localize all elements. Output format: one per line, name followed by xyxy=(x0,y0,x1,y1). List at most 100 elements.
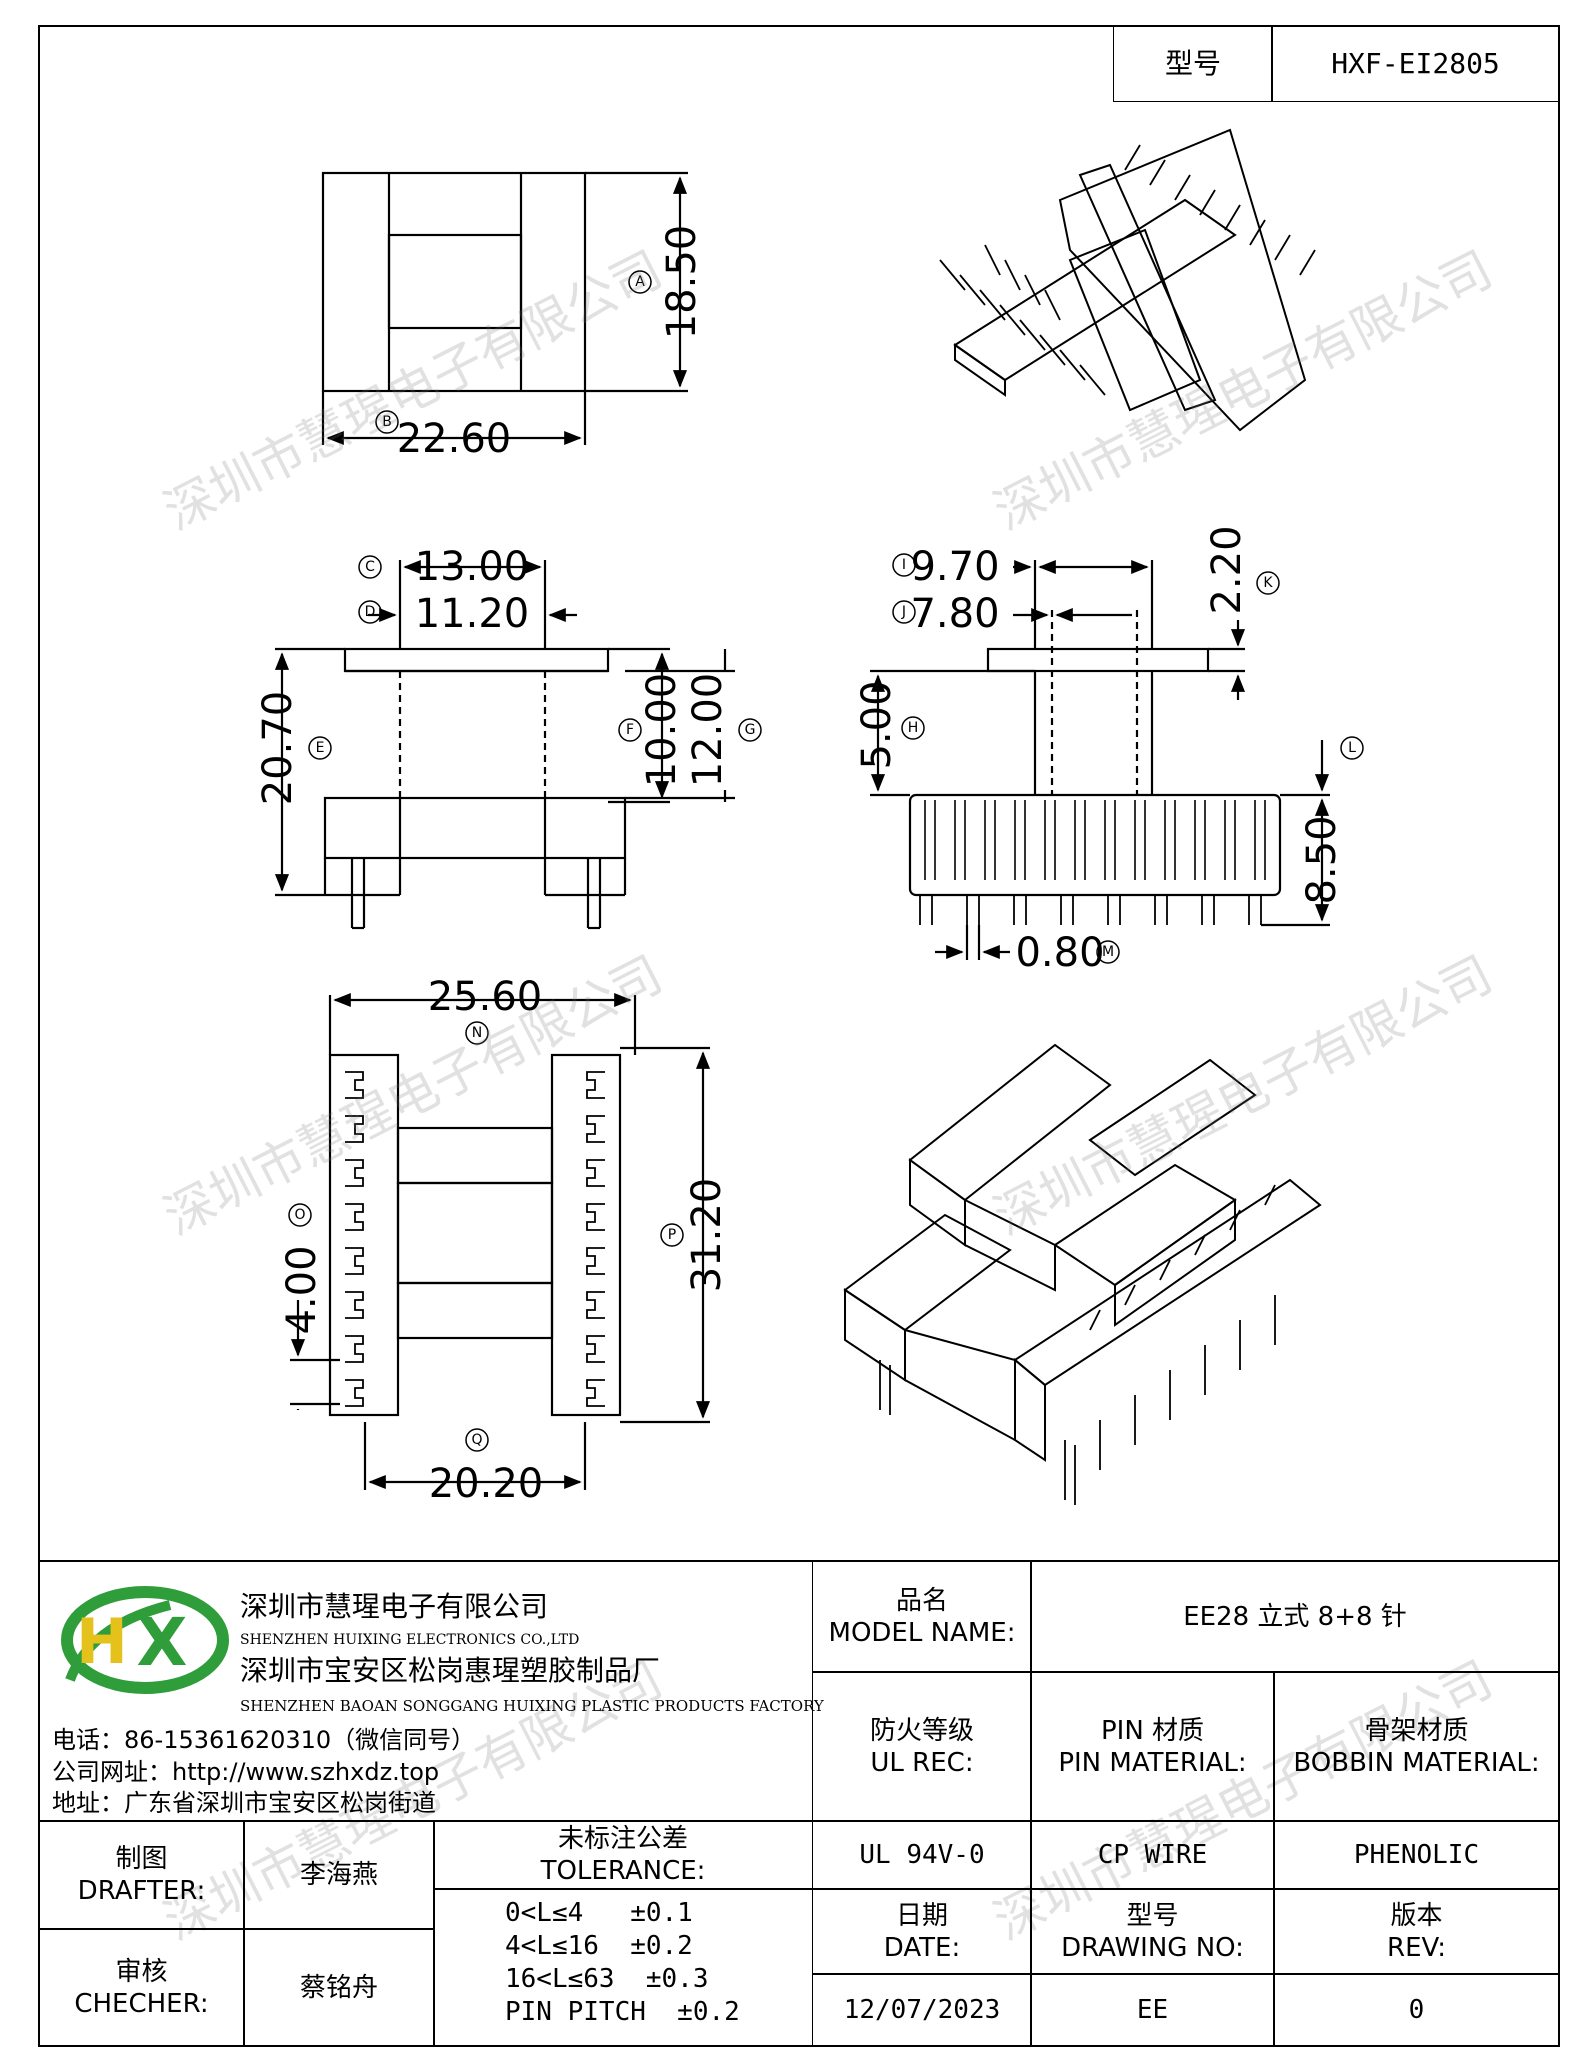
top-view xyxy=(321,171,688,446)
checker-label-cn: 审核 xyxy=(115,1956,168,1987)
rev-value: 0 xyxy=(1408,1995,1425,2025)
dim-11-20: 11.20 xyxy=(415,591,530,637)
pin-value-cell xyxy=(1030,1820,1275,1890)
technical-drawing: A B C D E F G I J K H L M N O P Q 18.50 … xyxy=(255,128,1364,1507)
header-model-label-cell xyxy=(1113,25,1273,102)
checker-label-cell xyxy=(38,1928,245,2047)
company-name-cn: 深圳市慧瑆电子有限公司 xyxy=(240,1590,549,1623)
tolerance-values: 0<L≤4 ±0.1 4<L≤16 ±0.2 16<L≤63 ±0.3 PIN … xyxy=(505,1897,740,2029)
dim-0-80: 0.80 xyxy=(1015,930,1104,976)
date-label: 日期 DATE: xyxy=(812,1888,1032,1975)
company-website: 公司网址：http://www.szhxdz.top xyxy=(52,1758,440,1786)
date-value: 12/07/2023 xyxy=(843,1995,1001,2025)
factory-name-en: SHENZHEN BAOAN SONGGANG HUIXING PLASTIC … xyxy=(240,1697,824,1715)
company-logo: H X xyxy=(61,1586,229,1694)
dim-letter-p: P xyxy=(668,1227,676,1243)
iso-view-bottom xyxy=(843,1043,1322,1505)
bobbin-value: PHENOLIC xyxy=(1353,1840,1480,1870)
company-name-en: SHENZHEN HUIXING ELECTRONICS CO.,LTD xyxy=(240,1632,580,1648)
checker-name-cell xyxy=(243,1928,435,2047)
bottom-view xyxy=(290,992,711,1490)
dim-4-00: 4.00 xyxy=(279,1245,325,1334)
dim-18-50: 18.50 xyxy=(659,225,705,340)
model-label: 型号 xyxy=(1164,46,1221,80)
dim-31-20: 31.20 xyxy=(684,1178,730,1293)
iso-view-top xyxy=(939,128,1316,432)
drafter-label-cn: 制图 xyxy=(115,1844,168,1874)
bobbin-label-en: BOBBIN MATERIAL: xyxy=(1293,1747,1540,1778)
rev-label: 版本 REV: xyxy=(1273,1888,1560,1975)
checker-label: 审核 CHECHER: xyxy=(38,1928,245,2047)
ul-label-cn: 防火等级 xyxy=(869,1715,974,1746)
model-name-label-en: MODEL NAME: xyxy=(828,1617,1016,1648)
drafter-name-cell xyxy=(243,1820,435,1930)
dim-letter-f: F xyxy=(626,722,634,738)
drawing-no-value-cell xyxy=(1030,1973,1275,2047)
ul-label-cell xyxy=(812,1671,1032,1822)
date-label-cn: 日期 xyxy=(895,1900,948,1931)
date-value-cell xyxy=(812,1973,1032,2047)
dim-20-20: 20.20 xyxy=(429,1461,544,1507)
ul-label: 防火等级 UL REC: xyxy=(812,1671,1032,1822)
dim-9-70: 9.70 xyxy=(910,544,999,590)
date-label-en: DATE: xyxy=(883,1932,961,1963)
model-name-label-cell xyxy=(812,1560,1032,1673)
dim-letter-l: L xyxy=(1348,740,1356,756)
bobbin-label-cn: 骨架材质 xyxy=(1364,1715,1469,1746)
dim-letter-i: I xyxy=(902,557,906,573)
pin-value: CP WIRE xyxy=(1097,1840,1208,1870)
tolerance-line-4: PIN PITCH ±0.2 xyxy=(505,1997,740,2027)
tolerance-label-en: TOLERANCE: xyxy=(540,1856,706,1886)
dim-22-60: 22.60 xyxy=(397,416,512,462)
model-value: HXF-EI2805 xyxy=(1331,46,1500,80)
drafter-label: 制图 DRAFTER: xyxy=(38,1820,245,1930)
dim-7-80: 7.80 xyxy=(910,591,999,637)
dim-letter-j: J xyxy=(901,604,906,620)
dim-letter-k: K xyxy=(1263,575,1273,591)
model-name-label-cn: 品名 xyxy=(895,1585,948,1616)
rev-label-en: REV: xyxy=(1387,1932,1446,1963)
dim-8-50: 8.50 xyxy=(1299,815,1345,904)
drawing-no-label-en: DRAWING NO: xyxy=(1061,1932,1244,1963)
drafter-label-en: DRAFTER: xyxy=(77,1876,206,1906)
dim-2-20: 2.20 xyxy=(1204,525,1250,614)
model-name-value-cell xyxy=(1030,1560,1560,1673)
rev-label-cell xyxy=(1273,1888,1560,1975)
pin-label-cn: PIN 材质 xyxy=(1100,1715,1205,1746)
rev-label-cn: 版本 xyxy=(1390,1900,1443,1931)
drawing-no-value: EE xyxy=(1136,1995,1169,2025)
header-model-value-cell xyxy=(1271,25,1560,102)
date-label-cell xyxy=(812,1888,1032,1975)
factory-name-cn: 深圳市宝安区松岗惠瑆塑胶制品厂 xyxy=(240,1654,661,1687)
drawing-no-label-cn: 型号 xyxy=(1126,1900,1179,1931)
logo-letter-x: X xyxy=(137,1604,188,1681)
dim-12-00: 12.00 xyxy=(685,673,731,788)
side-view xyxy=(870,559,1330,960)
rev-value-cell xyxy=(1273,1973,1560,2047)
tolerance-label: 未标注公差 TOLERANCE: xyxy=(433,1820,813,1890)
dim-letter-b: B xyxy=(382,414,392,430)
model-name-label: 品名 MODEL NAME: xyxy=(812,1560,1032,1673)
tolerance-label-cn: 未标注公差 xyxy=(557,1824,688,1854)
bobbin-value-cell xyxy=(1273,1820,1560,1890)
pin-label-en: PIN MATERIAL: xyxy=(1058,1747,1247,1778)
model-name-value: EE28 立式 8+8 针 xyxy=(1183,1601,1407,1632)
dim-letter-c: C xyxy=(365,559,375,575)
tolerance-line-1: 0<L≤4 ±0.1 xyxy=(505,1898,693,1928)
pin-label-cell xyxy=(1030,1671,1275,1822)
ul-value: UL 94V-0 xyxy=(859,1840,985,1870)
dim-25-60: 25.60 xyxy=(428,974,543,1020)
dim-10-00: 10.00 xyxy=(639,673,685,788)
dim-letter-n: N xyxy=(472,1025,482,1041)
dim-5-00: 5.00 xyxy=(854,680,900,769)
checker-name: 蔡铭舟 xyxy=(299,1972,378,2003)
dim-letter-g: G xyxy=(745,722,756,738)
dim-letter-d: D xyxy=(365,604,376,620)
company-phone: 电话：86-15361620310（微信同号） xyxy=(52,1726,476,1754)
dim-20-70: 20.70 xyxy=(255,691,301,806)
ul-value-cell xyxy=(812,1820,1032,1890)
dim-letter-o: O xyxy=(294,1207,305,1223)
logo-letter-h: H xyxy=(76,1605,128,1678)
dim-letter-q: Q xyxy=(471,1432,482,1448)
tolerance-line-2: 4<L≤16 ±0.2 xyxy=(505,1931,693,1961)
